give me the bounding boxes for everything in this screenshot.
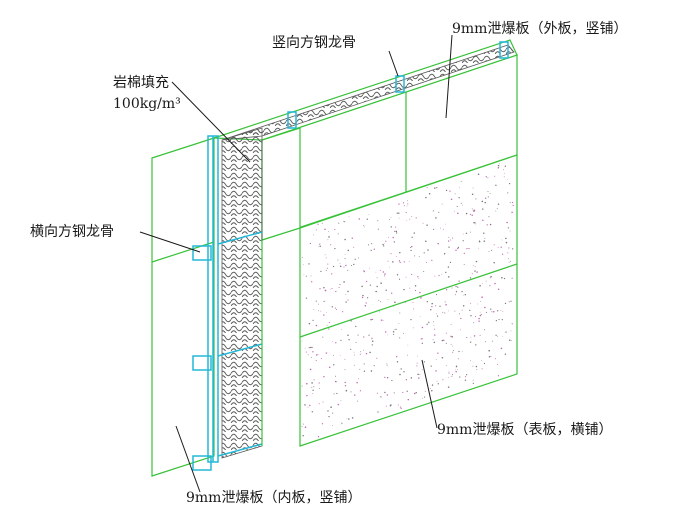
inner-board bbox=[151, 137, 215, 477]
vertical-steel-keels bbox=[207, 41, 509, 463]
speckle-texture bbox=[301, 163, 514, 438]
label-rock-wool-line1: 岩棉填充 bbox=[113, 74, 169, 91]
label-horizontal-steel-keel: 横向方钢龙骨 bbox=[30, 224, 114, 240]
label-outer-board: 9mm泄爆板（外板，竖铺） bbox=[452, 21, 627, 37]
label-inner-board: 9mm泄爆板（内板，竖铺） bbox=[186, 490, 361, 506]
label-vertical-steel-keel: 竖向方钢龙骨 bbox=[272, 35, 356, 51]
label-rock-wool-line2: 100kg/m³ bbox=[113, 96, 181, 112]
horizontal-steel-keels bbox=[192, 231, 263, 471]
label-surface-board: 9mm泄爆板（表板，横铺） bbox=[437, 422, 612, 438]
leader-lines bbox=[139, 34, 453, 493]
rock-wool-insulation bbox=[221, 44, 515, 459]
surface-board bbox=[261, 154, 518, 447]
